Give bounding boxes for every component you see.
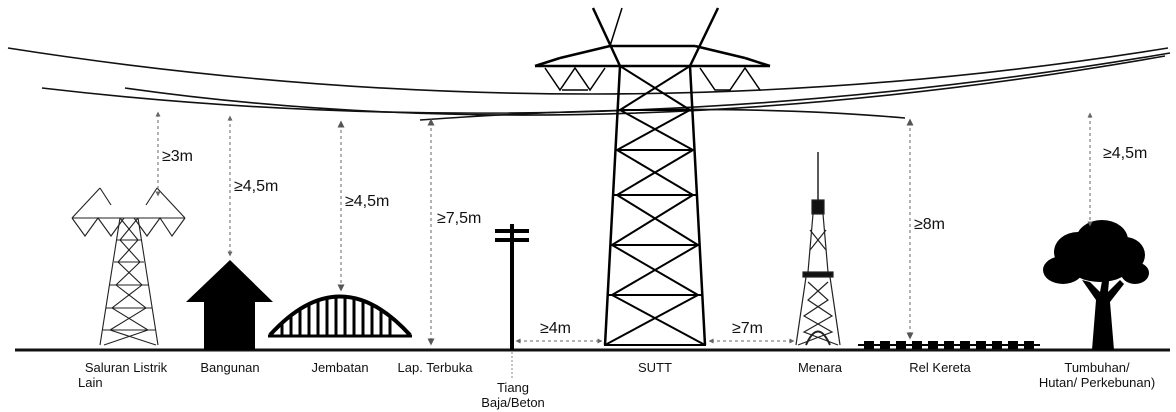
object-label-menara: Menara [797,360,843,375]
clearance-label-rel: ≥8m [914,216,946,233]
tree [1043,220,1149,350]
object-label-tumbuhan: Tumbuhan/Hutan/ Perkebunan) [1038,360,1156,390]
rail-tie [960,341,970,349]
rail-tie [944,341,954,349]
conductor-wires [7,47,1171,121]
tall-tower [795,152,841,346]
railway-track [858,341,1040,349]
rail-tie [928,341,938,349]
object-label-rel: Rel Kereta [909,360,971,375]
rail-tie [896,341,906,349]
rail-tie [864,341,874,349]
object-label-jembatan: Jembatan [311,360,369,375]
clearance-label-tumbuhan: ≥4,5m [1103,145,1148,162]
distance-label-menara: ≥7m [732,320,764,337]
clearance-arrows [155,111,1093,346]
object-label-bangunan: Bangunan [200,360,260,375]
sutt-main-tower [534,7,771,346]
rail-tie [992,341,1002,349]
arch-bridge [268,294,412,338]
distance-label-tiang: ≥4m [540,320,572,337]
clearance-label-lapangan: ≥7,5m [437,210,482,227]
clearance-label-jembatan: ≥4,5m [345,193,390,210]
clearance-label-bangunan: ≥4,5m [234,178,279,195]
rail-tie [976,341,986,349]
rail-tie [1008,341,1018,349]
rail-tie [880,341,890,349]
steel-pole [495,224,529,378]
object-label-lapangan: Lap. Terbuka [397,360,473,375]
small-transmission-tower [71,187,186,346]
clearance-label-saluran: ≥3m [162,148,194,165]
house-shape [186,260,273,350]
rail-tie [1024,341,1034,349]
rail-tie [912,341,922,349]
object-label-sutt: SUTT [638,360,672,375]
